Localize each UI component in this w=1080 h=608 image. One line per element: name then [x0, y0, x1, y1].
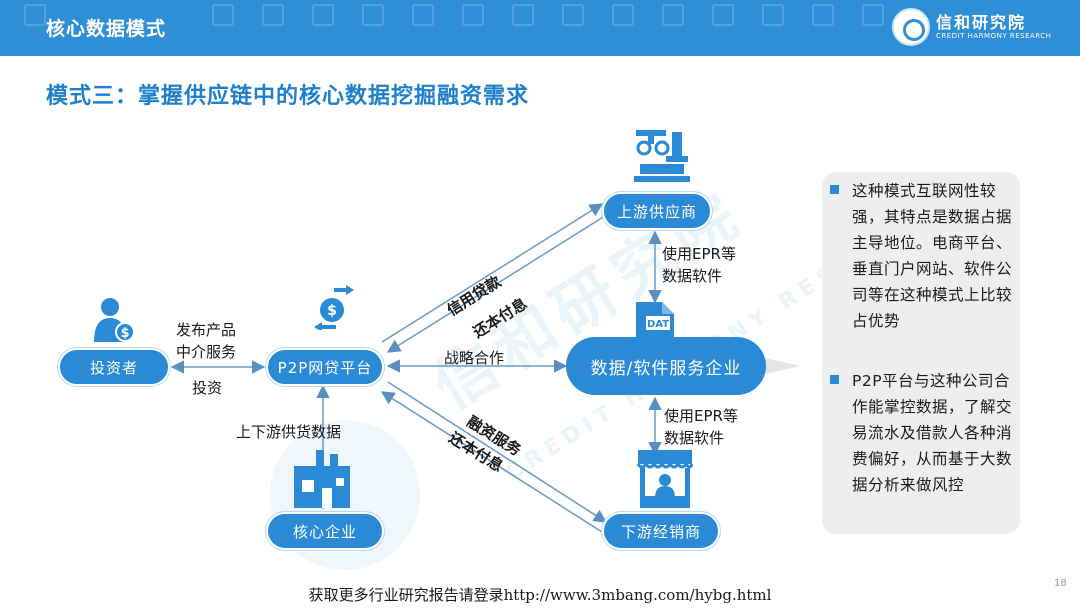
investor-icon: $ [94, 298, 135, 342]
label-strategic-coop: 战略合作 [444, 349, 505, 367]
logo-seal-icon [892, 8, 930, 46]
node-p2p-platform: P2P网贷平台 [266, 348, 384, 386]
header-pattern [24, 4, 46, 26]
label-intermediary: 中介服务 [176, 343, 237, 361]
header-pattern [612, 4, 634, 26]
header-pattern [512, 4, 534, 26]
edge-p2p-downstream-b [380, 391, 603, 533]
logo-english-name: CREDIT HARMONY RESEARCH [936, 32, 1052, 40]
node-upstream-supplier: 上游供应商 [602, 192, 712, 230]
dat-file-label: DAT [647, 319, 669, 330]
header-pattern [312, 4, 334, 26]
factory-building-icon [294, 450, 350, 508]
shop-stall-icon [636, 450, 694, 508]
label-epr-lower-1: 使用EPR等 [664, 407, 738, 425]
label-epr-lower-2: 数据软件 [664, 429, 725, 447]
note-text: 这种模式互联网性较强，其特点是数据占据主导地位。电商平台、垂直门户网站、软件公司… [852, 182, 1013, 330]
bullet-square-icon [830, 375, 839, 384]
notes-panel: 这种模式互联网性较强，其特点是数据占据主导地位。电商平台、垂直门户网站、软件公司… [822, 172, 1020, 534]
label-epr-upper-2: 数据软件 [662, 267, 723, 285]
header-title: 核心数据模式 [46, 18, 167, 40]
header-pattern [662, 4, 684, 26]
footer-link-text: 获取更多行业研究报告请登录http://www.3mbang.com/hybg.… [308, 586, 772, 604]
label-invest: 投资 [192, 379, 223, 397]
header-pattern [812, 4, 834, 26]
bullet-square-icon [830, 185, 839, 194]
header-pattern [862, 4, 884, 26]
header-pattern [212, 4, 234, 26]
header-pattern [362, 4, 384, 26]
node-core-enterprise: 核心企业 [266, 512, 384, 550]
money-cycle-icon: $ [314, 285, 354, 330]
node-downstream-dealer: 下游经销商 [602, 512, 720, 550]
page-number: 18 [1054, 578, 1067, 589]
money-dollar-label: $ [327, 303, 337, 319]
label-epr-upper-1: 使用EPR等 [662, 245, 736, 263]
header-pattern [412, 4, 434, 26]
node-investor: 投资者 [58, 348, 170, 386]
edge-p2p-downstream-a [387, 381, 608, 523]
header-pattern [462, 4, 484, 26]
header-bar: 核心数据模式 信和研究院 CREDIT HARMONY RESEARCH [0, 0, 1080, 56]
logo-name: 信和研究院 [936, 13, 1027, 32]
note-item: 这种模式互联网性较强，其特点是数据占据主导地位。电商平台、垂直门户网站、软件公司… [830, 178, 1018, 334]
edge-p2p-upstream-b [386, 213, 609, 353]
investor-dollar-label: $ [120, 326, 129, 341]
note-item: P2P平台与这种公司合作能掌控数据，了解交易流水及借款人各种消费偏好，从而基于大… [830, 368, 1018, 498]
header-pattern [712, 4, 734, 26]
node-data-service: 数据/软件服务企业 [566, 337, 766, 395]
label-supply-data: 上下游供货数据 [236, 423, 342, 441]
data-service-pointer [765, 358, 800, 374]
slide-subtitle: 模式三：掌握供应链中的核心数据挖掘融资需求 [46, 84, 530, 109]
note-text: P2P平台与这种公司合作能掌控数据，了解交易流水及借款人各种消费偏好，从而基于大… [852, 372, 1013, 494]
label-publish-product: 发布产品 [176, 321, 237, 339]
header-pattern [262, 4, 284, 26]
edge-p2p-upstream-a [381, 203, 604, 343]
header-pattern [562, 4, 584, 26]
header-pattern [762, 4, 784, 26]
factory-robot-icon [634, 130, 690, 182]
brand-logo: 信和研究院 CREDIT HARMONY RESEARCH [892, 8, 1072, 48]
